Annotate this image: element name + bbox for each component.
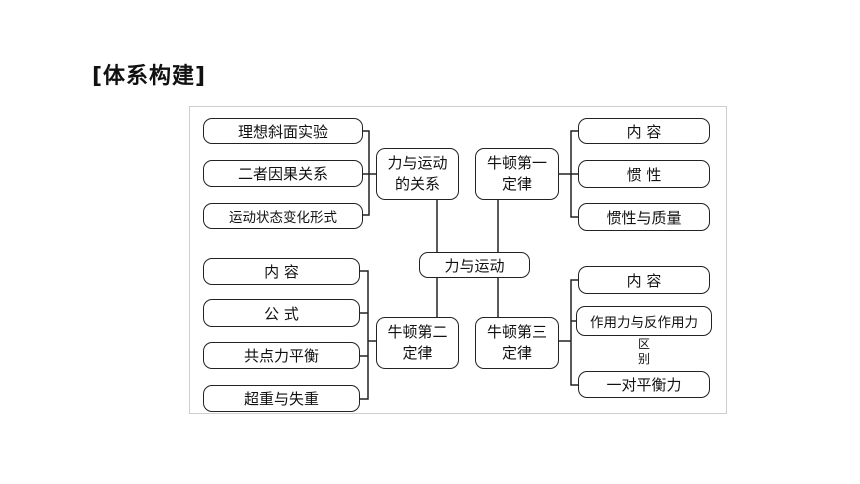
node-line1: 牛顿第一 [486,154,547,172]
leaf-ideal-incline: 理想斜面实验 [203,118,363,144]
leaf-inertia: 惯 性 [578,160,710,188]
node-line1: 牛顿第三 [486,323,547,341]
leaf-formula: 公 式 [203,299,360,327]
leaf-first-law-content: 内 容 [578,118,710,144]
leaf-second-law-content: 内 容 [203,258,360,285]
leaf-inertia-mass: 惯性与质量 [578,203,710,231]
node-line1: 力与运动 [387,154,448,172]
leaf-causal-relation: 二者因果关系 [203,160,363,187]
node-line2: 定律 [402,344,433,362]
leaf-motion-change-forms: 运动状态变化形式 [203,203,363,229]
leaf-overweight-weightless: 超重与失重 [203,385,360,412]
node-line2: 的关系 [394,175,440,193]
node-newton-first-law: 牛顿第一 定律 [475,148,559,200]
leaf-action-reaction: 作用力与反作用力 [576,306,712,336]
node-line2: 定律 [501,344,532,362]
leaf-force-equilibrium: 共点力平衡 [203,342,360,369]
center-node: 力与运动 [419,252,530,278]
distinction-label-2: 别 [637,352,650,366]
section-title: [体系构建] [92,64,207,89]
node-line2: 定律 [501,175,532,193]
node-newton-third-law: 牛顿第三 定律 [475,317,559,369]
node-force-motion-relation: 力与运动 的关系 [376,148,459,200]
node-line1: 牛顿第二 [387,323,448,341]
leaf-third-law-content: 内 容 [578,266,710,294]
node-newton-second-law: 牛顿第二 定律 [376,317,459,369]
distinction-label-1: 区 [637,337,650,351]
leaf-balanced-forces: 一对平衡力 [578,371,710,398]
